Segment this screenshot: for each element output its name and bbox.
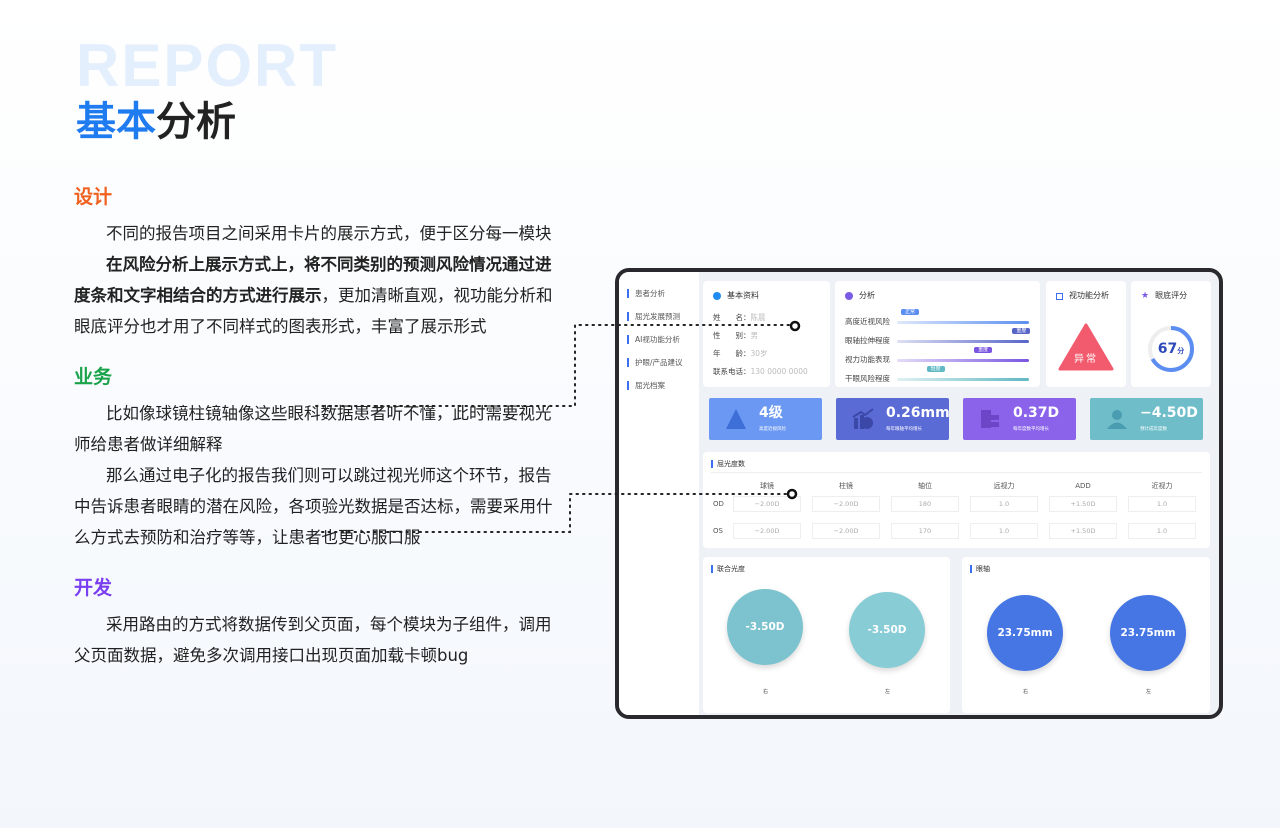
refraction-cell[interactable]: +1.50D	[1049, 523, 1117, 539]
column-header: ADD	[1075, 482, 1091, 490]
field-gender: 性 别：男	[713, 331, 758, 340]
refraction-cell[interactable]: 170	[891, 523, 959, 539]
bar-label: 眼轴拉伸程度	[845, 336, 890, 345]
column-header: 轴位	[918, 482, 932, 490]
axial-length-card: 眼轴 23.75mm 23.75mm 右 左	[962, 557, 1210, 713]
left-eye-power: -3.50D	[849, 592, 925, 668]
page-title: 基本分析	[76, 99, 236, 145]
bar-label: 高度近视风险	[845, 317, 890, 326]
vision-status: 异常	[1074, 354, 1098, 365]
refraction-cell[interactable]: 1.0	[970, 496, 1038, 512]
right-label: 右	[1023, 689, 1029, 695]
bar-label: 视力功能表现	[845, 355, 890, 364]
analysis-icon	[845, 292, 853, 300]
fundus-score: 67分	[1157, 341, 1185, 357]
stat-card: −4.50D 预计成年度数	[1090, 398, 1203, 440]
field-phone: 联系电话：130 0000 0000	[713, 367, 808, 376]
refraction-cell[interactable]: −2.00D	[812, 496, 880, 512]
refraction-cell[interactable]: +1.50D	[1049, 496, 1117, 512]
pyramid-icon	[725, 408, 747, 430]
stat-value: 0.26mm	[886, 405, 949, 421]
design-para-2: 在风险分析上展示方式上，将不同类别的预测风险情况通过进度条和文字相结合的方式进行…	[74, 255, 553, 336]
calendar-icon	[1056, 292, 1063, 300]
refraction-card: 屈光度数 球镜 柱镜 轴位 远视力 ADD 近视力 OD −2.00D −2.00D 180 1.0…	[703, 452, 1210, 548]
sidebar-item-ai-vision[interactable]: AI视功能分析	[627, 335, 680, 344]
stat-card: 0.37D 每年度数平均增长	[963, 398, 1076, 440]
field-age: 年 龄：30岁	[713, 349, 768, 358]
risk-tag: 重度	[1012, 328, 1031, 334]
right-label: 右	[763, 689, 769, 695]
stat-label: 高度近视风险	[759, 427, 786, 432]
stat-label: 每年眼轴平均增长	[886, 427, 922, 432]
sidebar-item-advice[interactable]: 护眼/产品建议	[627, 358, 683, 367]
left-label: 左	[885, 689, 891, 695]
tablet-frame: 患者分析 屈光发展预测 AI视功能分析 护眼/产品建议 屈光档案 基本资料 姓 …	[615, 268, 1223, 719]
row-eye-label: OS	[713, 527, 723, 535]
dev-para-1: 采用路由的方式将数据传到父页面，每个模块为子组件，调用父页面数据，避免多次调用接…	[74, 615, 552, 665]
refraction-cell[interactable]: −2.00D	[733, 496, 801, 512]
column-header: 近视力	[1151, 482, 1173, 490]
stat-label: 每年度数平均增长	[1013, 427, 1049, 432]
score-ring	[1148, 326, 1194, 372]
section-title: 眼轴	[970, 565, 990, 573]
watermark: REPORT	[76, 32, 339, 99]
left-eye-axial: 23.75mm	[1110, 595, 1186, 671]
person-icon	[1106, 408, 1128, 430]
right-eye-power: -3.50D	[727, 589, 803, 665]
star-icon: ★	[1141, 291, 1150, 301]
stat-card: 0.26mm 每年眼轴平均增长	[836, 398, 949, 440]
blocks-icon	[979, 408, 1001, 430]
sidebar-item-archive[interactable]: 屈光档案	[627, 381, 665, 390]
field-name: 姓 名：陈晨	[713, 313, 766, 322]
risk-tag: 轻度	[926, 366, 945, 372]
refraction-cell[interactable]: 1.0	[970, 523, 1038, 539]
design-para-1: 不同的报告项目之间采用卡片的展示方式，便于区分每一模块	[106, 224, 552, 243]
column-header: 远视力	[993, 482, 1015, 490]
refraction-cell[interactable]: 180	[891, 496, 959, 512]
risk-tag: 重度	[974, 347, 993, 353]
analysis-card: 分析 高度近视风险 正常眼轴拉伸程度 重度视力功能表现 重度干眼风险程度 轻度	[835, 281, 1040, 387]
stat-value: 0.37D	[1013, 405, 1060, 421]
risk-bar	[897, 359, 1029, 362]
stat-card: 4级 高度近视风险	[709, 398, 822, 440]
combined-power-card: 联合光度 -3.50D -3.50D 右 左	[703, 557, 950, 713]
business-para-1: 比如像球镜柱镜轴像这些眼科数据患者听不懂，此时需要视光师给患者做详细解释	[74, 404, 552, 454]
section-title: 联合光度	[711, 565, 745, 573]
basic-info-card: 基本资料 姓 名：陈晨 性 别：男 年 龄：30岁 联系电话：130 0000 …	[703, 281, 830, 387]
heading-business: 业务	[74, 366, 113, 388]
fundus-score-card: ★眼底评分 67分	[1131, 281, 1211, 387]
bar-label: 干眼风险程度	[845, 374, 890, 383]
sidebar-item-prediction[interactable]: 屈光发展预测	[627, 312, 680, 321]
description-column: 设计 不同的报告项目之间采用卡片的展示方式，便于区分每一模块 在风险分析上展示方…	[74, 184, 558, 671]
refraction-cell[interactable]: 1.0	[1128, 496, 1196, 512]
risk-bar	[897, 340, 1029, 343]
info-icon	[713, 292, 721, 300]
sidebar-item-patient[interactable]: 患者分析	[627, 289, 665, 298]
refraction-cell[interactable]: 1.0	[1128, 523, 1196, 539]
heading-dev: 开发	[74, 577, 113, 599]
stat-label: 预计成年度数	[1140, 427, 1167, 432]
card-title: 分析	[859, 291, 875, 300]
score-ring-fill	[1148, 326, 1194, 372]
business-para-2: 那么通过电子化的报告我们则可以跳过视光师这个环节，报告中告诉患者眼睛的潜在风险，…	[74, 466, 553, 547]
risk-tag: 正常	[901, 309, 920, 315]
growth-chart-icon	[852, 408, 874, 430]
risk-bar	[897, 321, 1029, 324]
column-header: 球镜	[760, 482, 774, 490]
refraction-cell[interactable]: −2.00D	[733, 523, 801, 539]
column-header: 柱镜	[839, 482, 853, 490]
heading-design: 设计	[74, 186, 113, 208]
row-eye-label: OD	[713, 500, 724, 508]
left-label: 左	[1146, 689, 1152, 695]
section-title: 屈光度数	[711, 460, 745, 468]
sidebar: 患者分析 屈光发展预测 AI视功能分析 护眼/产品建议 屈光档案	[619, 272, 699, 715]
stat-value: −4.50D	[1140, 405, 1198, 421]
stat-value: 4级	[759, 405, 783, 421]
risk-bar	[897, 378, 1029, 381]
card-title: 基本资料	[727, 291, 759, 300]
right-eye-axial: 23.75mm	[987, 595, 1063, 671]
vision-function-card: 视功能分析 异常	[1046, 281, 1126, 387]
warning-triangle	[1058, 323, 1114, 371]
refraction-cell[interactable]: −2.00D	[812, 523, 880, 539]
